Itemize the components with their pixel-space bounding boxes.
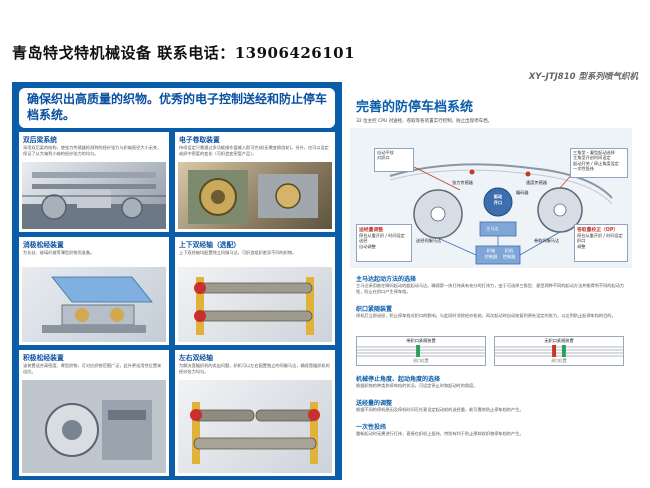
section-title-stop-angle: 机械停止角度、起动角度的选择 [356,376,441,383]
double-beam-diagram [178,267,332,342]
panel-caption: 带织口紧随装置 [406,338,436,343]
loom-controller-label: 织机 控制器 [502,248,516,259]
take-up-servo-label: 卷取伺服马达 [534,238,560,243]
fabric-weave-graphic [357,345,485,357]
model-title: XY–JTJ810 型系列喷气织机 [528,72,638,82]
section-title-let-off-adjust: 送经量的调整 [356,400,393,407]
brochure-page: 确保织出高质量的织物。优秀的电子控制送经和防止停车档系统。 双后梁系统 采用双后… [12,82,637,480]
auto-plain-weave-label: 自动平纹 对织口 [374,148,414,172]
take-up-correction-heading: 卷取量校正（OP） [577,228,619,233]
main-motor-label: 主马达 [486,226,499,231]
section-text-let-off-adjust: 根据不同的停机原因及停机时间可任意设定起动前的送经量，能可靠地防止停车档的产生。 [356,407,524,412]
machine-photo [22,162,166,229]
diagram-graphics [389,157,613,265]
panel-bottom-label: 织口位置 [551,358,567,363]
speed-sensor-label: 速度传感器 [526,180,547,185]
let-off-adjust-box: 送经量调整 停台从重开织 / 时间设定 送经 自动调整 [356,224,412,262]
feature-title: 积极松经装置 [23,354,64,362]
take-up-correction-text: 停台从重开织 / 时间设定 织口 调整 [577,233,623,249]
let-off-adjust-heading: 送经量调整 [359,228,383,233]
feature-title: 消极松经装置 [23,241,64,249]
panel-with-follow-device: 带织口紧随装置 织口位置 [356,336,486,366]
panel-bottom-label: 织口位置 [413,358,429,363]
control-system-diagram: 自动平纹 对织口 三角型・凝型起动选择 主角型开启时间设定 起动开关 / 停止角… [350,128,632,268]
fabric-weave-graphic [495,345,623,357]
panel-caption: 无织口紧随装置 [544,338,574,343]
tension-sensor-label: 张力传感器 [452,180,473,185]
feature-title: 电子卷取装置 [179,136,220,144]
anti-stop-mark-title: 完善的防停车档系统 [356,100,474,115]
header-contact: 青岛特戈特机械设备 联系电话：13906426101 [12,44,356,62]
encoder-label: 编码器 [516,190,529,195]
panel-without-follow-device: 无织口紧随装置 织口位置 [494,336,624,366]
tl-text: 自动平纹 对织口 [377,150,394,161]
right-panel: 完善的防停车档系统 32 位主控 CPU 对送经、卷取等各装置实行控制，防止出现… [342,82,637,480]
feature-double-back-rest: 双后梁系统 采用双后梁的结构，使张力传感器检测到的经纱张力与织轴直径大小无关，保… [19,132,169,232]
tr-text: 三角型・凝型起动选择 主角型开启时间设定 起动开关 / 停止角度设定 一次性投纬 [573,150,619,172]
feature-desc: 该装置适合高密度、厚型织物，可对应织物范围广泛，此外更适用性位置来适应。 [23,363,162,374]
anti-stop-mark-subtitle: 32 位主控 CPU 对送经、卷取等各装置实行控制，防止出现停车档。 [356,119,493,124]
section-text-cloth-fell-follow: 停机后立即送经，防止停车档对织口的影响。与此同时消除经纱松驰，再次起动时自动恢复… [356,313,616,318]
feature-title: 双后梁系统 [23,136,57,144]
drive-shedding-label: 驱动 开口 [493,194,503,205]
feature-desc: 持续设定只需通过多功能操作盘输入即可完成(无需变换齿轮)。另外，也可以设定或织中… [179,145,329,156]
positive-let-off-photo [22,380,166,473]
section-text-stop-angle: 根据织物的种类和停车档的状况，可设定停止时和起动时的角度。 [356,383,478,388]
feature-title: 左右双经轴 [179,354,213,362]
left-right-beam-diagram [178,380,332,473]
left-panel: 确保织出高质量的织物。优秀的电子控制送经和防止停车档系统。 双后梁系统 采用双后… [12,82,342,480]
section-title-cloth-fell-follow: 织口紧随装置 [356,306,393,313]
feature-upper-lower-beam: 上下双经轴（选配） 上下双经轴均配置独立伺服马达，可织造组织差异不同的织物。 [175,237,335,345]
feature-desc: 采用双后梁的结构，使张力传感器检测到的经纱张力与织轴直径大小无关，保证了从大轴到… [23,145,162,156]
feature-desc: 上下双经轴均配置独立伺服马达，可织造组织差异不同的织物。 [179,250,297,255]
beam-controller-label: 织轴 控制器 [484,248,498,259]
section-text-single-pick: 重新起动时无需进行打纬，直接在织机上投纬，特别有利于防止厚斜纹织物停车档的产生。 [356,431,524,436]
let-off-servo-label: 送经伺服马达 [416,238,442,243]
feature-left-right-beam: 左右双经轴 为解决宽幅织机的卖出问题，织机可以左右配置独立的伺服马达，确保宽幅织… [175,350,335,476]
feature-desc: 为解决宽幅织机的卖出问题，织机可以左右配置独立的伺服马达，确保宽幅织机的经纱张力… [179,363,330,374]
feature-electronic-take-up: 电子卷取装置 持续设定只需通过多功能操作盘输入即可完成(无需变换齿轮)。另外，也… [175,132,335,232]
feature-negative-let-off: 消极松经装置 为长丝、玻璃纤维等薄型织物而准备。 [19,237,169,345]
feature-desc: 为长丝、玻璃纤维等薄型织物而准备。 [23,250,95,255]
section-title-motor-start: 主马达起动方法的选择 [356,276,417,283]
start-mode-label: 三角型・凝型起动选择 主角型开启时间设定 起动开关 / 停止角度设定 一次性投纬 [570,148,628,178]
headline: 确保织出高质量的织物。优秀的电子控制送经和防止停车档系统。 [19,88,335,128]
let-off-diagram [22,267,166,342]
let-off-adjust-text: 停台从重开织 / 时间设定 送经 自动调整 [359,233,405,249]
take-up-correction-box: 卷取量校正（OP） 停台从重开织 / 时间设定 织口 调整 [574,224,628,262]
section-title-single-pick: 一次性投纬 [356,424,387,431]
take-up-gear-photo [178,162,332,229]
feature-title: 上下双经轴（选配） [179,241,241,249]
feature-positive-let-off: 积极松经装置 该装置适合高密度、厚型织物，可对应织物范围广泛，此外更适用性位置来… [19,350,169,476]
section-text-motor-start: 主马达采用能在瞬间起动的超起动马达。确保第一纬打纬具有充分的打纬力，由于可选择三… [356,283,624,294]
